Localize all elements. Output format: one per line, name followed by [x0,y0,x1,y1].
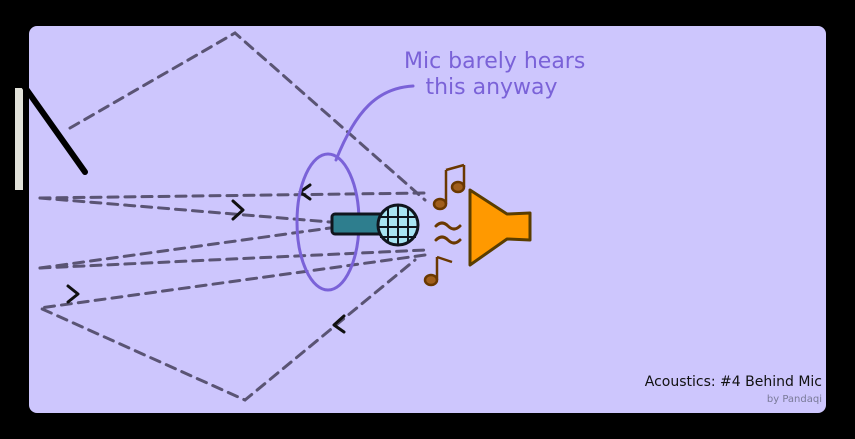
ray-top [68,31,427,202]
arrow-head-icon [231,199,245,221]
annotation-line-1: Mic barely hears [404,49,586,74]
ray-mid-2 [38,248,427,270]
arrow-head-icon [332,314,346,334]
caption-credit: by Pandaqi [766,394,822,405]
wall-edge [15,88,23,190]
diagram-panel [29,26,826,413]
arrow-head-icon [66,284,80,304]
annotation-connector [334,84,415,162]
microphone-handle [330,212,386,236]
microphone-icon [330,203,420,247]
speaker-horn-icon [468,188,532,267]
caption-title: Acoustics: #4 Behind Mic [644,374,822,390]
reflector-panel [21,83,88,175]
sound-rays [34,31,427,402]
music-note-icon [423,255,453,287]
ray-mid-1 [38,226,332,270]
ray-lower [34,253,427,402]
sound-wave-icon [434,221,462,245]
ray-upper-1 [38,191,427,200]
ray-upper-2 [38,196,332,224]
annotation-line-2: this anyway [425,75,558,100]
music-note-icon [432,163,466,211]
